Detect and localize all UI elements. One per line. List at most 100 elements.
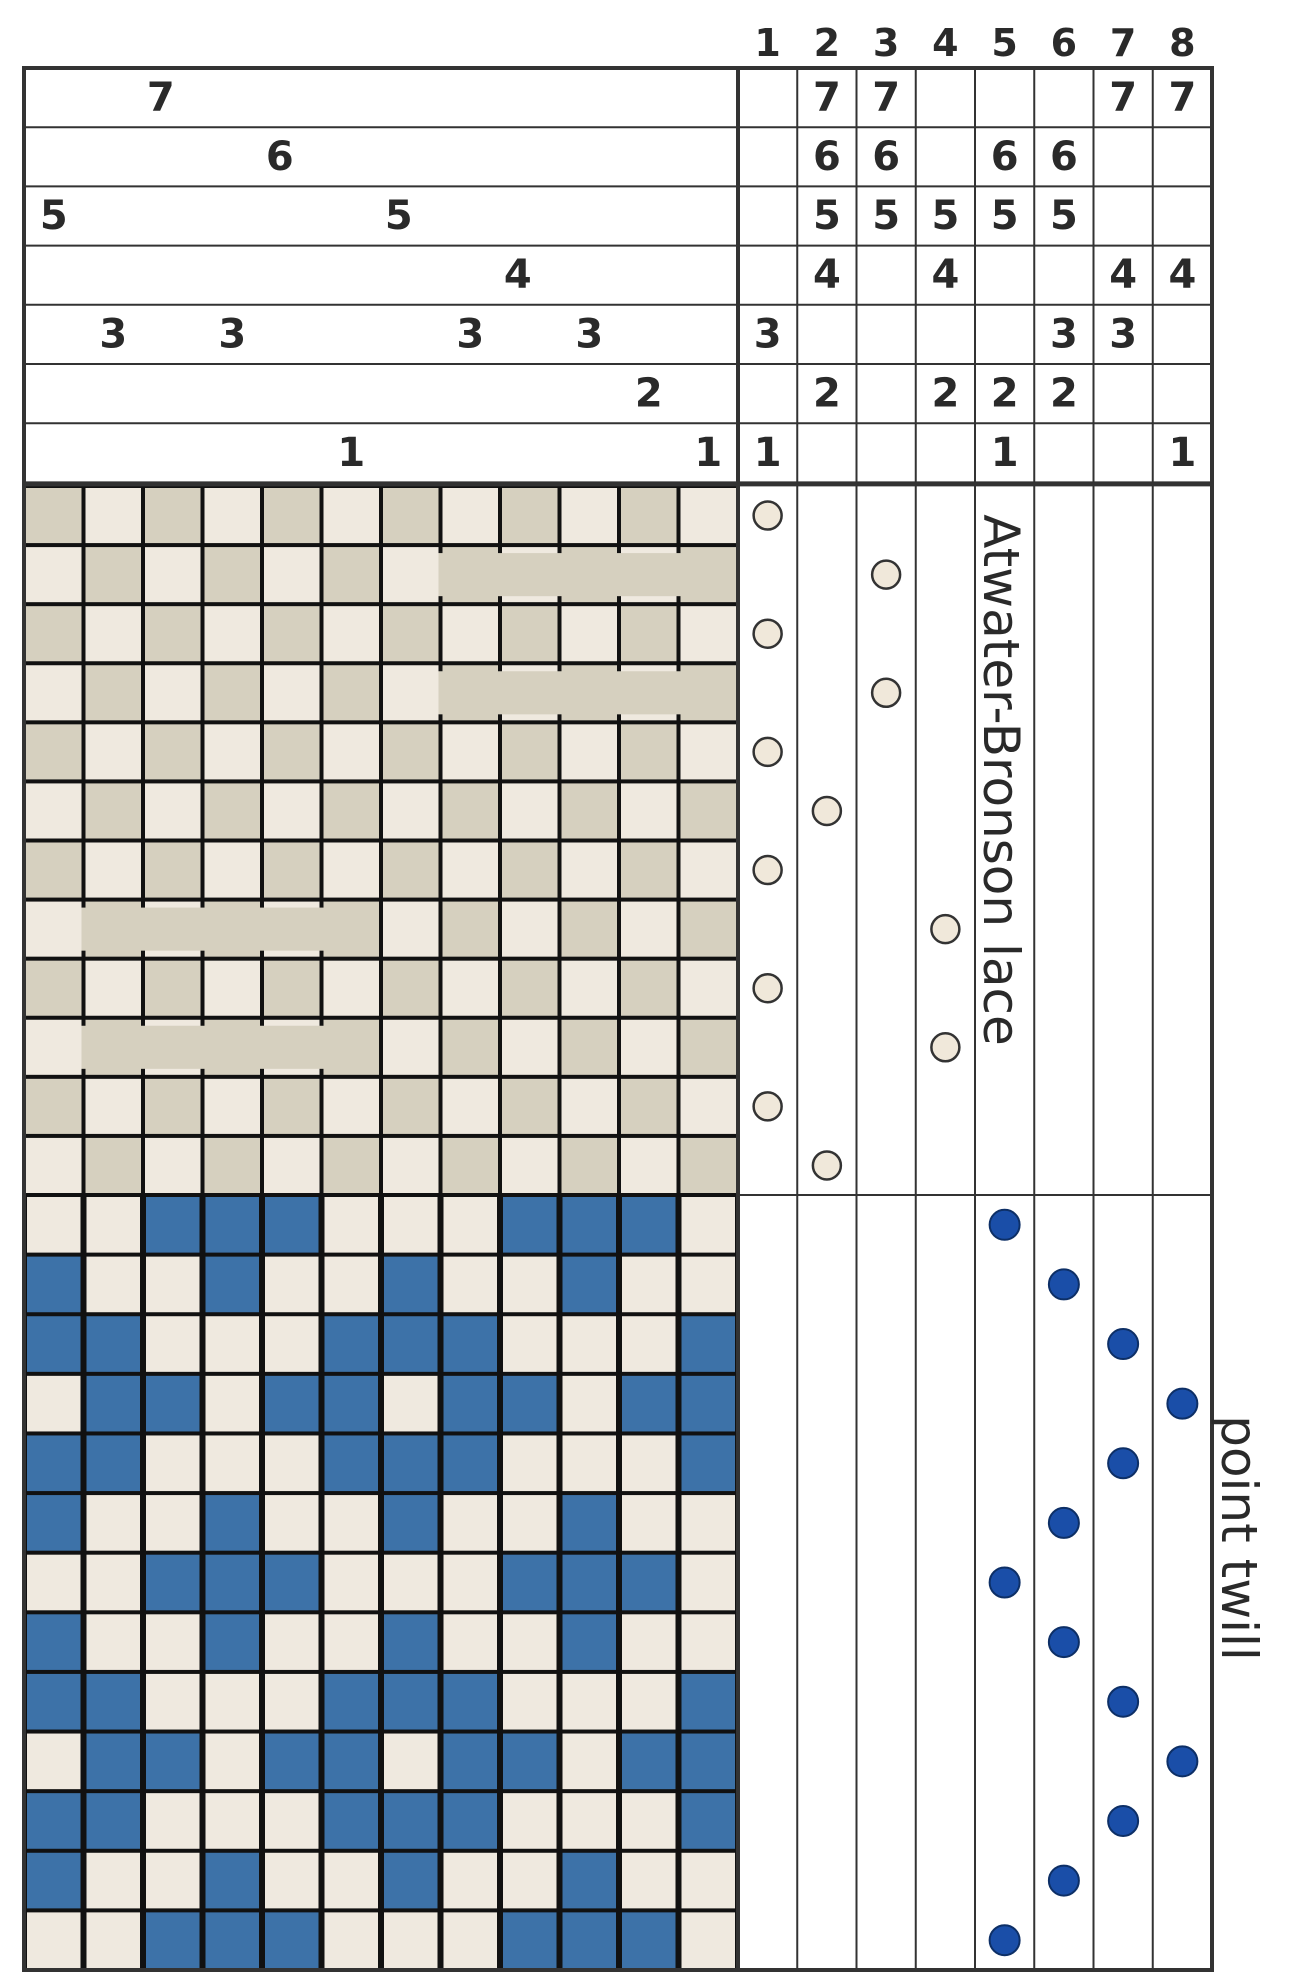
weft-cell-twill [146, 1197, 200, 1253]
weft-cell-lace [26, 1078, 82, 1134]
weft-cell-twill [384, 1852, 438, 1909]
warp-cell [146, 1495, 200, 1551]
weft-cell-twill [86, 1435, 140, 1492]
treadle-number: 8 [1169, 21, 1195, 65]
treadling-grid [738, 486, 1212, 1970]
warp-cell [146, 1256, 200, 1313]
weft-cell-twill [86, 1316, 140, 1372]
weft-cell-lace [561, 783, 617, 839]
warp-cell [26, 901, 82, 957]
weft-cell-lace [680, 1019, 736, 1075]
weft-cell-lace [85, 547, 141, 603]
weft-cell-twill [622, 1197, 676, 1253]
tieup-number: 7 [1109, 75, 1137, 121]
warp-cell [503, 1793, 557, 1849]
warp-cell [204, 724, 260, 780]
warp-cell [502, 1137, 558, 1193]
weft-cell-lace [621, 842, 677, 898]
warp-cell [85, 606, 141, 662]
treadle-marker-lace [930, 913, 961, 945]
tieup-number: 7 [872, 75, 900, 121]
threading-number: 5 [385, 193, 413, 239]
weft-cell-twill [86, 1733, 140, 1790]
warp-cell [323, 606, 379, 662]
threading-number: 3 [218, 311, 246, 357]
tieup-number: 3 [754, 311, 782, 357]
weft-cell-lace [680, 901, 736, 957]
weft-cell-twill [27, 1793, 81, 1849]
drawdown-grid [24, 486, 738, 1970]
warp-cell [383, 1137, 439, 1193]
warp-cell [561, 960, 617, 1016]
weft-cell-twill [384, 1793, 438, 1849]
draft-frame [22, 66, 1214, 1972]
weft-cell-lace [145, 842, 201, 898]
treadle-marker-lace [752, 1091, 783, 1122]
tieup-number: 4 [813, 252, 841, 298]
warp-cell [205, 1375, 259, 1432]
tieup-number: 5 [872, 193, 900, 239]
warp-cell [680, 960, 736, 1016]
threading-number: 3 [575, 311, 603, 357]
tieup-number: 6 [1050, 134, 1078, 180]
treadle-number: 6 [1051, 21, 1077, 65]
weft-cell-lace [145, 488, 201, 544]
warp-cell [384, 1375, 438, 1432]
threading-number: 7 [147, 75, 175, 121]
weft-cell-twill [86, 1793, 140, 1849]
warp-cell [265, 1673, 319, 1730]
warp-cell [86, 1614, 140, 1670]
warp-cell [442, 606, 498, 662]
treadle-marker-twill [1107, 1328, 1140, 1361]
warp-cell [384, 1554, 438, 1611]
weft-cell-lace [204, 547, 260, 603]
weft-cell-twill [562, 1554, 616, 1611]
threading-number: 3 [99, 311, 127, 357]
weft-cell-twill [681, 1375, 735, 1432]
warp-cell [264, 665, 320, 721]
warp-cell [443, 1495, 497, 1551]
warp-cell [205, 1316, 259, 1372]
warp-cell [502, 783, 558, 839]
weft-cell-lace [442, 1137, 498, 1193]
weft-cell-lace [442, 901, 498, 957]
treadle-marker-lace [752, 500, 783, 531]
warp-cell [26, 1137, 82, 1193]
weft-cell-twill [86, 1375, 140, 1432]
treadle-number: 2 [814, 21, 840, 65]
tieup-number: 2 [931, 371, 959, 417]
warp-cell [27, 1733, 81, 1790]
weft-cell-twill [384, 1435, 438, 1492]
warp-cell [503, 1614, 557, 1670]
warp-cell [145, 783, 201, 839]
weft-cell-twill [562, 1614, 616, 1670]
treadle-marker-twill [1047, 1268, 1080, 1301]
weft-cell-twill [562, 1852, 616, 1909]
weft-cell-twill [205, 1197, 259, 1253]
warp-cell [204, 488, 260, 544]
weft-cell-twill [384, 1316, 438, 1372]
weft-cell-lace [561, 1137, 617, 1193]
treadle-marker-twill [1107, 1685, 1140, 1718]
warp-cell [503, 1673, 557, 1730]
weft-cell-twill [265, 1197, 319, 1253]
weft-cell-lace [264, 488, 320, 544]
tieup-number: 4 [1168, 252, 1196, 298]
weft-cell-twill [27, 1256, 81, 1313]
weft-cell-twill [443, 1793, 497, 1849]
warp-cell [621, 901, 677, 957]
treadle-marker-lace [752, 736, 783, 768]
warp-cell [562, 1435, 616, 1492]
tieup-number: 3 [1109, 311, 1137, 357]
weft-cell-lace [264, 960, 320, 1016]
weft-cell-lace [145, 606, 201, 662]
warp-cell [324, 1495, 378, 1551]
weft-cell-lace [502, 1078, 558, 1134]
threading-number: 1 [694, 430, 722, 476]
warp-cell [264, 783, 320, 839]
warp-cell [323, 724, 379, 780]
warp-cell [265, 1793, 319, 1849]
weft-cell-lace [383, 606, 439, 662]
